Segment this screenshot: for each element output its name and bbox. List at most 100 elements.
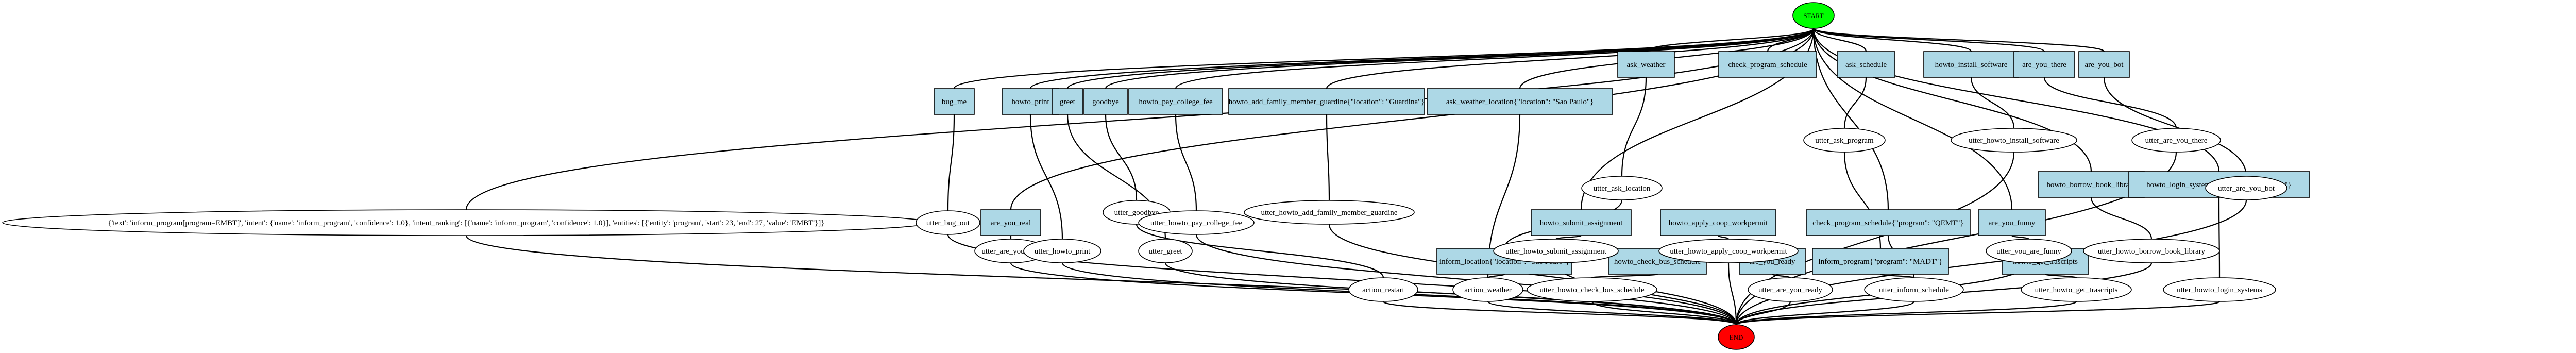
intent-shape [1427, 88, 1613, 115]
edge-i_howto_bus-to-a_bus [1591, 273, 1658, 279]
action-node-submit: utter_howto_submit_assignment [1493, 239, 1619, 263]
edge-i_howto_library-to-a_library [2090, 197, 2153, 240]
intent-label: are_you_funny [1989, 219, 2036, 227]
action-node-transcripts: utter_howto_get_trascripts [2021, 277, 2132, 302]
intent-node-howto-install: howto_install_software [1923, 51, 2019, 78]
intent-shape [980, 209, 1041, 236]
action-shape [1023, 239, 1101, 263]
edge-start-to-i_ask_weather [1645, 28, 1815, 52]
action-shape [1527, 277, 1657, 302]
intent-node-inform-prog: inform_program{"program": "MADT"} [1812, 248, 1949, 275]
action-shape [1138, 210, 1255, 235]
intent-label: howto_pay_college_fee [1139, 98, 1213, 106]
start-label: START [1803, 12, 1823, 20]
edge-start-to-i_howto_library [1812, 28, 2092, 172]
action-shape [1493, 239, 1619, 263]
action-label: utter_greet [1149, 247, 1183, 256]
edge-a_login-to-end [1735, 300, 2221, 326]
intent-node-are-you-there: are_you_there [2013, 51, 2075, 78]
intent-label: howto_submit_assignment [1540, 219, 1623, 227]
intent-node-are-you-funny: are_you_funny [1978, 209, 2046, 236]
edge-i_howto_add_loc-to-a_add [1326, 114, 1330, 201]
action-shape [1803, 128, 1886, 153]
action-shape [916, 210, 980, 235]
intent-shape [1660, 209, 1776, 236]
intent-label: howto_print [1011, 98, 1049, 106]
action-shape [1748, 277, 1833, 302]
action-label: utter_are_you_bot [2218, 184, 2275, 193]
intent-node-ask-weather: ask_weather [1617, 51, 1675, 78]
intent-shape [1978, 209, 2046, 236]
start-shape [1792, 2, 1835, 29]
edge-start-to-i_are_you_there [1812, 27, 2045, 53]
intent-label: ask_schedule [1845, 61, 1887, 69]
end-label: END [1730, 333, 1743, 341]
edge-i_howto_print-to-a_howto_print [1029, 114, 1063, 240]
action-node-install: utter_howto_install_software [1951, 128, 2077, 153]
edge-start-to-i_howto_install [1812, 28, 1972, 52]
intent-node-goodbye: goodbye [1083, 88, 1128, 115]
action-shape [2205, 176, 2287, 200]
intent-shape [1718, 51, 1817, 78]
edge-start-to-i_ask_schedule [1812, 28, 1867, 52]
action-shape [2131, 128, 2221, 153]
edge-start-to-i_howto_add_loc [1326, 28, 1815, 89]
action-node-funny: utter_you_are_funny [1986, 239, 2072, 263]
action-label: action_restart [1362, 286, 1404, 294]
edge-a_apply-to-end [1727, 262, 1737, 325]
action-node-ready: utter_are_you_ready [1748, 277, 1833, 302]
intent-label: check_program_schedule{"program": "QEMT"… [1812, 219, 1963, 227]
action-node-add: utter_howto_add_family_member_guardine [1244, 200, 1415, 225]
action-label: utter_howto_install_software [1969, 137, 2059, 145]
edge-i_howto_install-to-a_install [1970, 77, 2015, 129]
action-shape [1452, 277, 1523, 302]
intent-label: goodbye [1092, 98, 1119, 106]
edge-a_weather-to-end [1487, 300, 1737, 326]
edge-a_restart-to-end [1382, 300, 1737, 326]
action-shape [1138, 239, 1193, 263]
intent-shape [1617, 51, 1675, 78]
intent-node-greet: greet [1052, 88, 1083, 115]
intent-node-check-prog: check_program_schedule [1718, 51, 1817, 78]
intent-node-bug-me: bug_me [934, 88, 975, 115]
intent-node-howto-pay: howto_pay_college_fee [1128, 88, 1223, 115]
edge-i_inform_location-to-a_weather [1487, 273, 1505, 279]
intent-shape [1923, 51, 2019, 78]
action-label: action_weather [1464, 286, 1512, 294]
edge-i_inform_prog-to-a_inform_sched [1879, 273, 1915, 279]
action-node-restart: action_restart [1348, 277, 1418, 302]
action-shape [1986, 239, 2072, 263]
edge-i_bug_me-to-a_bug_out [947, 114, 955, 211]
intent-label: ask_weather [1627, 61, 1666, 69]
edge-a_goodbye-to-a_restart [1136, 224, 1384, 278]
edge-a_greet-to-end [1164, 262, 1737, 325]
action-label: utter_howto_submit_assignment [1505, 247, 1607, 256]
edge-i_ask_schedule-to-a_ask_program [1843, 77, 1867, 129]
intent-node-are-you-real: are_you_real [980, 209, 1041, 236]
edge-i_ask_weather-to-a_ask_location [1621, 77, 1647, 177]
intent-shape [934, 88, 975, 115]
action-shape [2083, 239, 2220, 263]
intent-node-howto-submit: howto_submit_assignment [1531, 209, 1632, 236]
action-node-greet: utter_greet [1138, 239, 1193, 263]
intent-shape [2078, 51, 2130, 78]
edge-a_bot-to-end [1735, 199, 2247, 325]
action-node-there: utter_are_you_there [2131, 128, 2221, 153]
intent-node-ask-schedule: ask_schedule [1837, 51, 1895, 78]
action-label: utter_are_you_there [2145, 137, 2208, 145]
action-node-weather: action_weather [1452, 277, 1523, 302]
intent-label: are_you_bot [2085, 61, 2124, 69]
edge-start-to-i_check_prog [1767, 28, 1815, 52]
action-label: utter_ask_program [1815, 137, 1874, 145]
action-node-inform-sched: utter_inform_schedule [1864, 277, 1964, 302]
action-label: utter_howto_pay_college_fee [1150, 219, 1243, 227]
action-shape [1581, 176, 1663, 200]
intent-label: are_you_real [991, 219, 1031, 227]
edge-start-to-i_are_you_funny [1812, 28, 2013, 210]
edge-i_howto_submit-to-a_submit [1555, 234, 1582, 240]
action-node-bus: utter_howto_check_bus_schedule [1527, 277, 1657, 302]
action-node-ask-program: utter_ask_program [1803, 128, 1886, 153]
action-shape [1951, 128, 2077, 153]
edge-i_are_you_funny-to-a_funny [2011, 234, 2030, 240]
action-node-bot: utter_are_you_bot [2205, 176, 2287, 200]
